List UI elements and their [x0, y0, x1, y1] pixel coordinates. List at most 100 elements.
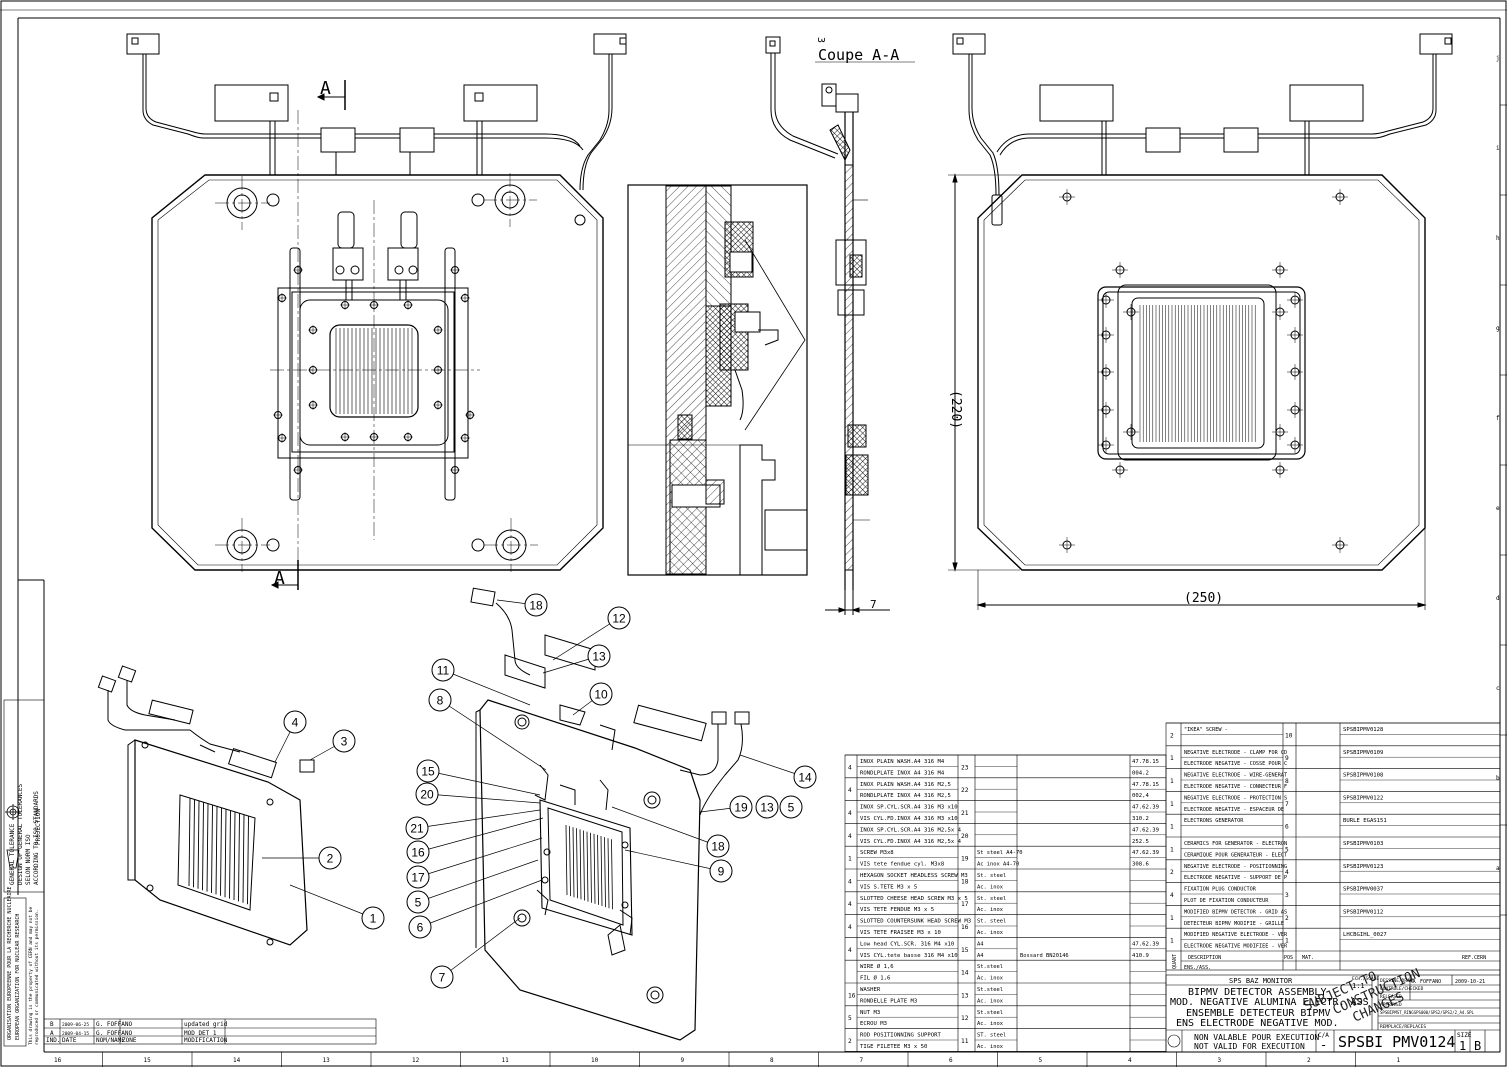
grid-line — [598, 835, 599, 905]
bom-ref: SPSBIPMV0103 — [1343, 841, 1383, 847]
bom-ref: SPSBIPMV0122 — [1343, 795, 1383, 801]
thickness-dimension: 7 — [825, 590, 890, 615]
title-line-4: ENS ELECTRODE NEGATIVE MOD. — [1176, 1018, 1339, 1029]
bom-qty: 4 — [1170, 892, 1174, 899]
bom-pos: 1 — [1285, 938, 1289, 945]
bom-ref-1: 47.62.39 — [1132, 805, 1159, 811]
bom-pos: 5 — [1285, 846, 1289, 853]
bom-desc-fr: ELECTRODE NEGATIVE - SUPPORT DE P — [1184, 875, 1287, 881]
balloon-number: 18 — [529, 599, 543, 613]
bom-std: Bossard BN20146 — [1020, 953, 1069, 959]
balloon-number: 15 — [421, 765, 435, 779]
section-title: Coupe A-A — [818, 46, 899, 64]
bom-desc-fr: PLOT DE FIXATION CONDUCTEUR — [1184, 898, 1269, 904]
bom-mat-fr: Ac. inox — [977, 998, 1004, 1004]
bom-desc-en: ELECTRONS GENERATOR — [1184, 818, 1244, 824]
bom-qty: 1 — [1170, 755, 1174, 762]
rev-date: 2009-06-25 — [62, 1022, 89, 1028]
revision-index: B — [1474, 1039, 1481, 1053]
bom-pos: 22 — [961, 787, 969, 794]
zone-label: g — [1496, 325, 1500, 332]
title-block: SPS BAZ MONITOR BIPMV DETECTOR ASSEMBLY … — [1166, 952, 1500, 1053]
warning-line-1: NON VALABLE POUR EXECUTION — [1194, 1033, 1319, 1042]
bom-qty: 4 — [848, 924, 852, 931]
grid-line — [194, 799, 195, 887]
bom-ref-1: 47.62.39 — [1132, 941, 1159, 947]
bom-desc-en: "IKEA" SCREW - — [1184, 727, 1228, 733]
bom-ref: BURLE EGAS151 — [1343, 818, 1387, 824]
balloon-number: 18 — [711, 840, 725, 854]
bom-desc-en: SLOTTED COUNTERSUNK HEAD SCREW M3 — [860, 919, 971, 925]
bom-qty: 2 — [1170, 869, 1174, 876]
bom-qty: 1 — [1170, 846, 1174, 853]
cern-label-2: EUROPEAN ORGANIZATION FOR NUCLEAR RESEAR… — [15, 914, 21, 1040]
balloon-number: 21 — [410, 822, 424, 836]
bom-desc-en: Low head CYL.SCR. 316 M4 x10 — [860, 941, 954, 947]
bom-ref: LHCBGIHL_0027 — [1343, 932, 1387, 938]
section-detail — [628, 185, 807, 575]
grid-line — [216, 806, 217, 894]
bom-desc-fr: CERAMIQUE POUR GENERATEUR - ELECT — [1184, 852, 1287, 858]
balloon-number: 12 — [612, 612, 626, 626]
bom-desc-en: INOX PLAIN WASH.A4 316 M4 — [860, 759, 945, 765]
balloon-number: 13 — [760, 801, 774, 815]
size-value: 1 — [1459, 1039, 1466, 1053]
section-marker-top: A — [320, 78, 331, 99]
rear-grid-lines — [1140, 305, 1255, 442]
bom-pos: 9 — [1285, 755, 1289, 762]
rev-header-zone: ZONE — [122, 1037, 137, 1044]
bom-header-ref: REF.CERN — [1462, 955, 1486, 961]
zone-label: 8 — [770, 1057, 774, 1064]
bom-ref-2: 310.2 — [1132, 816, 1149, 822]
bom-qty: 1 — [1170, 824, 1174, 831]
bom-ref: SPSBIPMV0108 — [1343, 773, 1384, 779]
bom-desc-en: NEGATIVE ELECTRODE - CLAMP FOR CD — [1184, 750, 1287, 756]
bom-desc-fr: FIL Ø 1,6 — [860, 975, 890, 982]
bom-mat-fr: Ac. inox — [977, 907, 1004, 913]
zone-label: 5 — [1039, 1057, 1043, 1064]
copyright-line-1: This drawing is the property of CERN and… — [28, 907, 34, 1045]
bom-mat-fr: A4 — [977, 953, 984, 959]
grid-line — [248, 816, 249, 904]
bom-mat-fr: Ac. inox — [977, 976, 1004, 982]
bom-mat-fr: Ac. inox — [977, 884, 1004, 890]
rev-ind: A — [50, 1030, 54, 1037]
bom-ref-1: 47.62.39 — [1132, 850, 1159, 856]
bom-desc-en: NEGATIVE ELECTRODE - WIRE-GENERAT — [1184, 773, 1287, 779]
grid-line — [608, 838, 609, 908]
bom-ref-2: 252.5 — [1132, 839, 1149, 845]
section-corner-mark: 3 — [815, 37, 826, 43]
bom-qty: 4 — [848, 810, 852, 817]
zone-label: 6 — [949, 1057, 953, 1064]
zone-label: b — [1496, 775, 1500, 782]
bom-pos: 17 — [961, 901, 969, 908]
bom-mat-en: St steel A4-70 — [977, 850, 1022, 856]
balloon-number: 16 — [411, 846, 425, 860]
bom-mat-en: A4 — [977, 941, 984, 947]
rev-mod: MOD DET 1 — [184, 1030, 217, 1037]
bom-desc-fr: VIS S.TETE M3 x 5 — [860, 884, 917, 890]
grid-line — [580, 829, 581, 899]
bom-mat-fr: Ac. inox — [977, 930, 1004, 936]
balloon-number: 9 — [718, 865, 725, 879]
bom-desc-fr: VIS CYL.tete basse 316 M4 x10 — [860, 953, 958, 959]
zone-label: 11 — [502, 1057, 510, 1064]
zone-label: i — [1496, 145, 1500, 152]
bom-header-desc: DESCRIPTION — [1188, 955, 1221, 961]
balloon-number: 8 — [437, 694, 444, 708]
bom-pos: 13 — [961, 992, 969, 999]
bom-pos: 18 — [961, 878, 969, 885]
section-marker-bottom: A — [274, 568, 285, 589]
leader-line — [443, 670, 530, 705]
bom-desc-en: MODIFIED NEGATIVE ELECTRODE - VER — [1184, 932, 1288, 938]
bom-desc-en: NEGATIVE ELECTRODE - PROTECTION S — [1184, 795, 1287, 801]
bom-mat-en: ST. steel — [977, 1033, 1006, 1039]
balloon-number: 10 — [594, 688, 608, 702]
bom-pos: 2 — [1285, 915, 1289, 922]
bom-header-mat: MAT. — [1302, 955, 1314, 961]
bom-ref-1: 47.62.39 — [1132, 827, 1159, 833]
bom-desc-fr: VIS tete fendue cyl. M3x8 — [860, 862, 945, 868]
